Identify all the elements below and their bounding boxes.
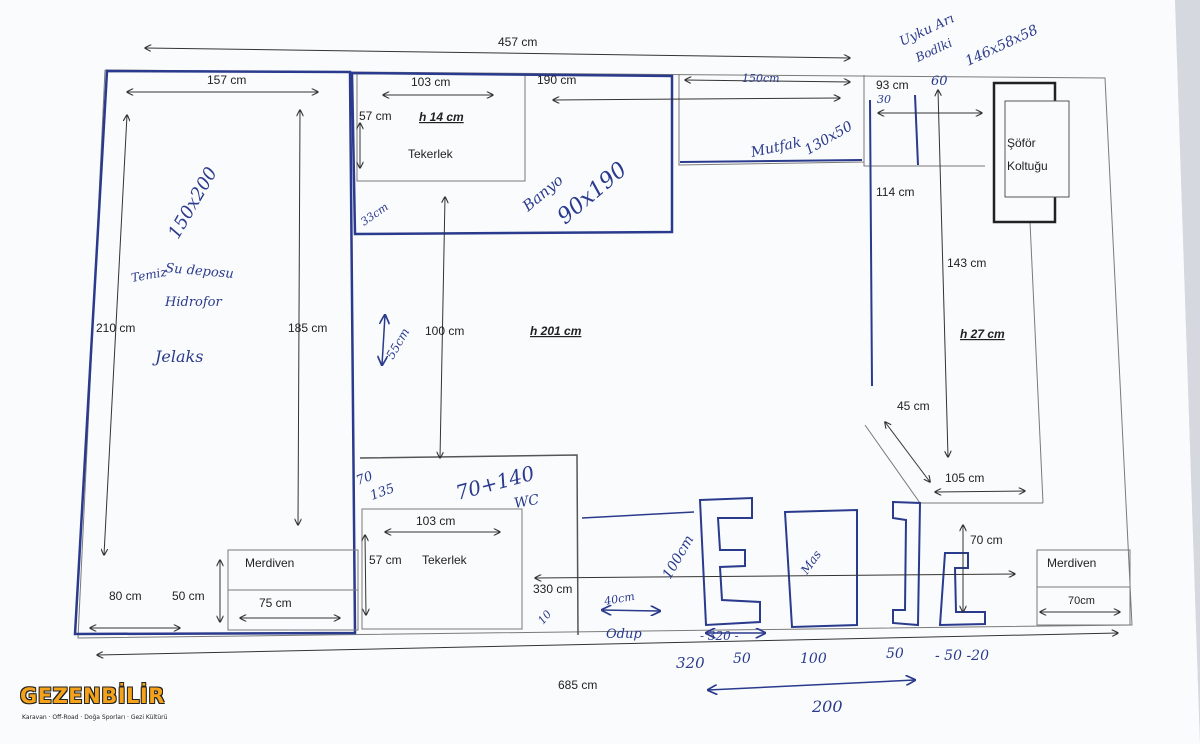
label-190: 190 cm xyxy=(537,73,576,87)
hw-bottom-200: 200 xyxy=(811,697,843,716)
dim-210 xyxy=(104,115,127,555)
label-114: 114 cm xyxy=(876,185,914,199)
label-mid-100: 100 cm xyxy=(425,324,464,338)
hw-left-note-1: Temiz xyxy=(130,265,168,285)
hw-odup: Odup xyxy=(606,627,642,642)
hw-60: 60 xyxy=(931,74,948,89)
hw-bottom-50b: 50 xyxy=(886,646,904,662)
vertical-114 xyxy=(869,99,873,387)
label-top-57: 57 cm xyxy=(359,109,392,123)
dim-143 xyxy=(938,90,948,457)
label-157: 157 cm xyxy=(207,73,246,87)
label-80: 80 cm xyxy=(109,589,142,603)
dim-bot-57 xyxy=(365,535,366,615)
dim-100 xyxy=(440,197,445,458)
hw-left-note-4: Jelaks xyxy=(152,347,203,366)
seat-right-bracket xyxy=(892,500,922,627)
vertical-60 xyxy=(914,94,919,166)
label-70: 70 cm xyxy=(970,533,1003,547)
dim-40 xyxy=(602,610,660,611)
label-top-tekerlek: Tekerlek xyxy=(408,147,454,161)
dim-185 xyxy=(298,110,300,525)
table-shape xyxy=(783,508,858,629)
label-sofor-2: Koltuğu xyxy=(1007,159,1048,173)
label-45: 45 cm xyxy=(897,399,930,413)
hw-bottom-320: 320 xyxy=(676,654,705,672)
label-h27: h 27 cm xyxy=(960,327,1005,341)
hw-wc: WC xyxy=(513,492,541,512)
label-330: 330 cm xyxy=(533,582,572,596)
label-50: 50 cm xyxy=(172,589,205,603)
dim-685 xyxy=(97,633,1118,655)
label-bot-57: 57 cm xyxy=(369,553,402,567)
hw-70: 70 xyxy=(354,469,375,489)
dim-200 xyxy=(708,680,915,690)
seat-e-shape xyxy=(698,496,761,627)
label-105: 105 cm xyxy=(945,471,984,485)
hw-bottom-100: 100 xyxy=(800,651,827,667)
seat-c-shape xyxy=(938,552,986,627)
label-sofor-1: Şöför xyxy=(1007,136,1036,150)
label-93: 93 cm xyxy=(876,78,909,92)
dim-105 xyxy=(935,491,1025,492)
gezenbilir-logo: GEZENBİLİR Karavan · Off-Road · Doğa Spo… xyxy=(20,684,170,730)
dim-457 xyxy=(145,48,850,58)
sofor-seat-inner xyxy=(1004,100,1070,198)
hw-30: 30 xyxy=(877,93,891,106)
dim-55-arrow xyxy=(382,315,385,365)
mutfak-line xyxy=(679,159,863,163)
dim-190 xyxy=(553,98,840,100)
label-143: 143 cm xyxy=(947,256,986,270)
label-bot-103: 103 cm xyxy=(416,514,455,528)
label-185: 185 cm xyxy=(288,321,327,335)
label-top-h14: h 14 cm xyxy=(419,110,464,124)
logo-wordmark: GEZENBİLİR xyxy=(20,684,165,708)
label-685: 685 cm xyxy=(558,678,597,692)
floor-line-blue xyxy=(581,511,695,519)
hw-bottom-50a: 50 xyxy=(733,651,751,667)
hw-left-note-3: Hidrofor xyxy=(164,295,222,310)
label-457: 457 cm xyxy=(498,35,537,49)
label-bot-tekerlek: Tekerlek xyxy=(422,553,468,567)
hw-bottom-320b: - 320 - xyxy=(700,629,739,643)
dim-mutfak-top xyxy=(685,80,850,82)
hw-40: 40cm xyxy=(602,590,635,608)
hw-left-note-2: Su deposu xyxy=(165,261,235,282)
dim-330 xyxy=(535,574,1015,578)
label-h201: h 201 cm xyxy=(530,324,582,338)
hw-width-top: 150cm xyxy=(742,72,780,85)
dim-45 xyxy=(885,422,930,482)
top-room-outline xyxy=(350,71,674,236)
cabin-wall xyxy=(1029,221,1044,504)
label-75: 75 cm xyxy=(259,596,292,610)
label-merdiven-right: Merdiven xyxy=(1047,556,1096,570)
label-top-103: 103 cm xyxy=(411,75,450,89)
label-merdiven-left: Merdiven xyxy=(245,556,294,570)
hw-bottom-50c: - 50 -20 xyxy=(935,648,989,664)
background-edge xyxy=(1175,0,1200,744)
outer-frame xyxy=(77,69,1133,639)
label-210: 210 cm xyxy=(96,321,135,335)
label-70cm-right: 70cm xyxy=(1068,595,1095,607)
logo-tagline: Karavan · Off-Road · Doğa Sporları · Gez… xyxy=(22,714,168,721)
